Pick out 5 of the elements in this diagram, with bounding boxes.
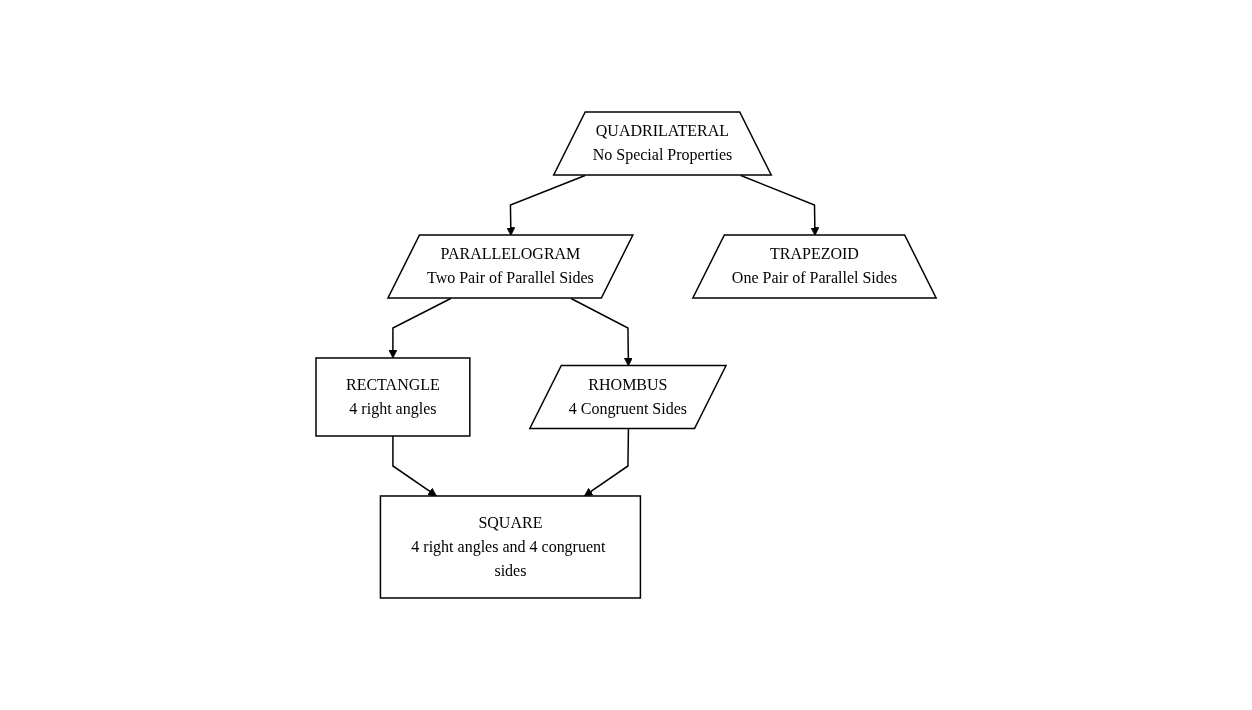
arrow [583, 428, 630, 497]
node-box: SQUARE 4 right angles and 4 congruent sides [379, 495, 642, 599]
node-box: RECTANGLE 4 right angles [315, 357, 471, 437]
arrow [392, 435, 437, 497]
arrow [388, 297, 452, 359]
